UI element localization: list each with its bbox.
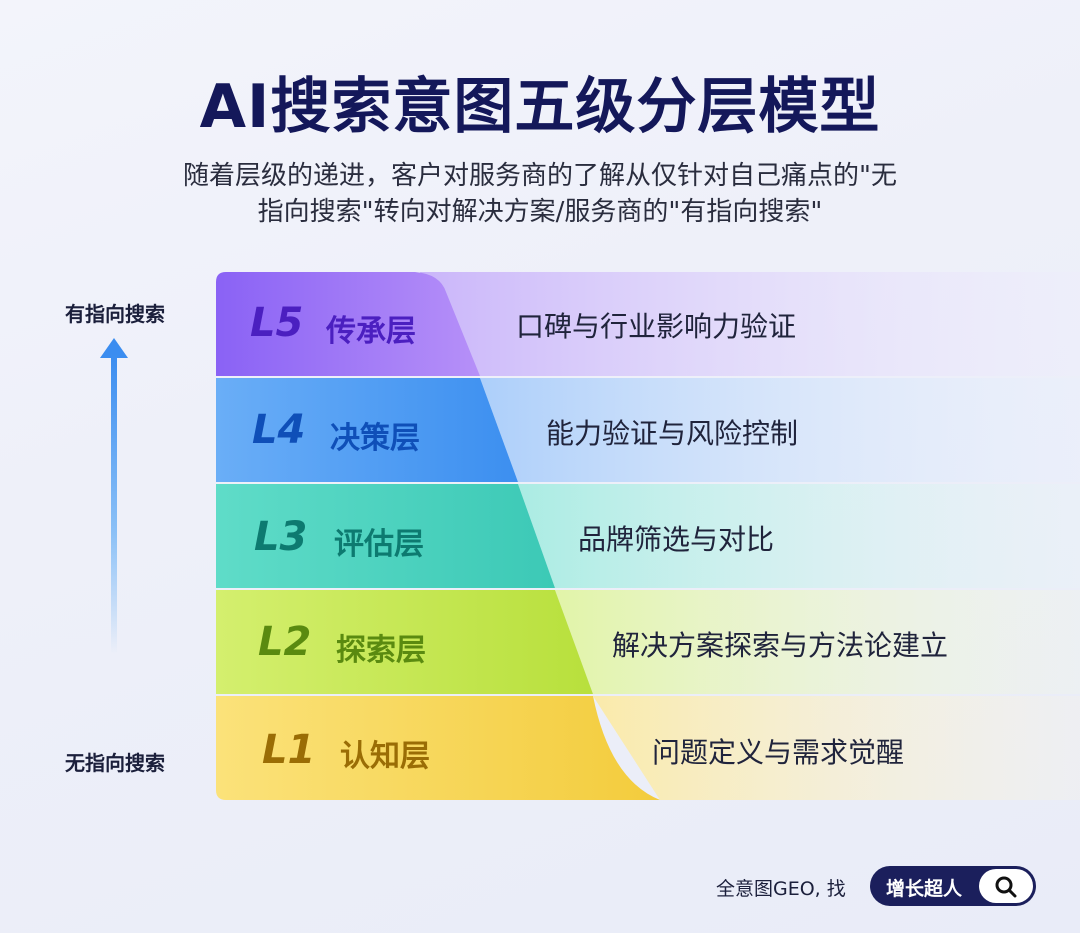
footer-badge-label: 增长超人 xyxy=(886,878,963,900)
axis-top-label: 有指向搜索 xyxy=(65,302,165,326)
search-icon xyxy=(995,876,1017,898)
layer-3-fade xyxy=(518,484,1080,588)
page-title: AI搜索意图五级分层模型 xyxy=(199,72,881,142)
page-subtitle: 随着层级的递进，客户对服务商的了解从仅针对自己痛点的"无 指向搜索"转向对解决方… xyxy=(140,158,940,230)
subtitle-line-2: 指向搜索"转向对解决方案/服务商的"有指向搜索" xyxy=(257,197,823,227)
layer-2-desc: 解决方案探索与方法论建立 xyxy=(612,629,949,662)
layer-4-desc: 能力验证与风险控制 xyxy=(546,417,799,450)
layer-4-code: L4 xyxy=(252,407,306,453)
layer-1-fade xyxy=(593,696,1080,800)
layer-4-name: 决策层 xyxy=(330,421,420,456)
layer-4-shape xyxy=(216,378,518,482)
layer-5-code: L5 xyxy=(250,300,304,346)
layer-1-name: 认知层 xyxy=(340,739,430,774)
layer-3-desc: 品牌筛选与对比 xyxy=(578,523,775,556)
layer-1-code: L1 xyxy=(262,727,316,773)
layer-1-shape xyxy=(216,696,660,800)
layer-5-desc: 口碑与行业影响力验证 xyxy=(516,310,797,343)
footer-text: 全意图GEO, 找 xyxy=(716,878,846,900)
layer-1-desc: 问题定义与需求觉醒 xyxy=(652,736,905,769)
search-button[interactable] xyxy=(979,869,1033,903)
layer-3-name: 评估层 xyxy=(334,527,424,562)
layer-3-code: L3 xyxy=(254,514,308,560)
layer-5-fade xyxy=(420,272,1080,376)
arrow-up-icon xyxy=(100,338,128,358)
subtitle-line-1: 随着层级的递进，客户对服务商的了解从仅针对自己痛点的"无 xyxy=(183,161,897,191)
progress-arrow xyxy=(111,354,117,654)
layer-5-name: 传承层 xyxy=(326,314,416,349)
layer-2-fade xyxy=(555,590,1080,694)
layer-3-shape xyxy=(216,484,555,588)
footer-search-badge[interactable]: 增长超人 xyxy=(870,866,1036,906)
layer-2-code: L2 xyxy=(258,619,312,665)
layer-5-shape xyxy=(216,272,480,376)
layer-4-fade xyxy=(480,378,1080,482)
layer-2-shape xyxy=(216,590,593,694)
layer-2-name: 探索层 xyxy=(336,633,426,668)
axis-bottom-label: 无指向搜索 xyxy=(65,751,165,775)
